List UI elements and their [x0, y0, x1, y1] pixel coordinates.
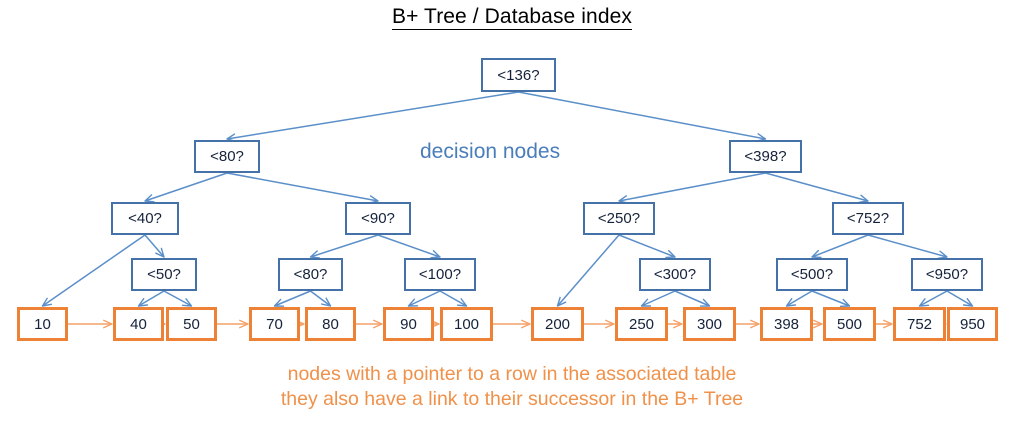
decision-node-label: <398?: [744, 148, 787, 165]
decision-node-d50[interactable]: <50?: [131, 258, 197, 291]
decision-nodes-label: decision nodes: [420, 140, 561, 163]
decision-node-label: <752?: [846, 210, 890, 227]
decision-node-label: <136?: [497, 66, 540, 84]
leaf-node-l50[interactable]: 50: [166, 307, 217, 341]
tree-edge-d90-to-d100: [377, 234, 441, 258]
tree-edge-d50-to-l40: [138, 290, 165, 307]
decision-node-label: <50?: [147, 266, 181, 283]
leaf-node-l10[interactable]: 10: [17, 307, 68, 341]
tree-edge-d398-to-d250: [618, 172, 766, 202]
leaf-node-l80[interactable]: 80: [305, 307, 356, 341]
leaf-node-label: 100: [453, 315, 480, 333]
tree-edge-d398-to-d752: [765, 172, 869, 202]
leaf-node-label: 70: [266, 315, 283, 333]
decision-node-label: <80?: [210, 148, 244, 165]
tree-edge-d250-to-d300: [618, 234, 676, 258]
leaf-node-label: 40: [130, 315, 147, 333]
leaf-node-label: 500: [836, 315, 863, 333]
tree-edge-d80a-to-d90: [226, 172, 379, 202]
decision-node-d100[interactable]: <100?: [404, 258, 476, 291]
tree-edge-d950-to-l752: [919, 290, 948, 307]
decision-node-label: <500?: [790, 266, 834, 283]
decision-node-label: <250?: [597, 210, 641, 227]
decision-node-d80a[interactable]: <80?: [194, 140, 260, 173]
caption-line-2: they also have a link to their successor…: [280, 388, 744, 410]
leaf-node-label: 80: [322, 315, 339, 333]
tree-edge-d40-to-l10: [42, 234, 146, 307]
caption-line-1: nodes with a pointer to a row in the ass…: [287, 363, 737, 385]
tree-edge-d50-to-l50: [163, 290, 192, 307]
tree-edge-d950-to-l950: [946, 290, 973, 307]
leaf-node-l70[interactable]: 70: [249, 307, 300, 341]
leaf-node-l752[interactable]: 752: [893, 307, 946, 341]
decision-node-d300[interactable]: <300?: [639, 258, 711, 291]
leaf-caption: nodes with a pointer to a row in the ass…: [0, 362, 1024, 412]
leaf-node-label: 250: [628, 315, 655, 333]
decision-node-d950[interactable]: <950?: [911, 258, 983, 291]
tree-edge-d752-to-d950: [867, 234, 948, 258]
tree-edge-d300-to-l250: [641, 290, 676, 307]
leaf-node-label: 950: [959, 315, 986, 333]
decision-node-d136[interactable]: <136?: [481, 58, 556, 92]
tree-edge-d136-to-d398: [518, 91, 766, 140]
leaf-node-label: 398: [773, 315, 800, 333]
tree-edge-d80a-to-d40: [144, 172, 228, 202]
tree-edge-d136-to-d80a: [226, 91, 519, 140]
decision-node-d80b[interactable]: <80?: [278, 258, 343, 291]
leaf-node-l950[interactable]: 950: [947, 307, 998, 341]
tree-edge-d752-to-d500: [811, 234, 869, 258]
decision-node-label: <90?: [361, 210, 395, 227]
leaf-node-label: 752: [906, 315, 933, 333]
leaf-node-l300[interactable]: 300: [683, 307, 736, 341]
tree-edge-d500-to-l398: [786, 290, 813, 307]
leaf-node-l250[interactable]: 250: [615, 307, 668, 341]
decision-node-d752[interactable]: <752?: [832, 202, 904, 235]
leaf-node-label: 50: [183, 315, 200, 333]
leaf-node-label: 200: [544, 315, 571, 333]
leaf-node-l100[interactable]: 100: [440, 307, 493, 341]
leaf-node-l40[interactable]: 40: [113, 307, 164, 341]
decision-node-d250[interactable]: <250?: [583, 202, 655, 235]
decision-node-label: <100?: [418, 266, 462, 283]
decision-node-d500[interactable]: <500?: [776, 258, 848, 291]
decision-node-label: <950?: [925, 266, 969, 283]
tree-edge-d80b-to-l70: [274, 290, 311, 307]
tree-edge-d500-to-l500: [811, 290, 850, 307]
tree-edge-d100-to-l90: [408, 290, 441, 307]
tree-edge-d300-to-l300: [674, 290, 710, 307]
leaf-node-l90[interactable]: 90: [383, 307, 434, 341]
leaf-node-l500[interactable]: 500: [823, 307, 876, 341]
decision-node-label: <80?: [293, 266, 328, 283]
leaf-node-label: 90: [400, 315, 417, 333]
leaf-node-l398[interactable]: 398: [760, 307, 813, 341]
leaf-node-l200[interactable]: 200: [531, 307, 584, 341]
tree-edge-d80b-to-l80: [310, 290, 331, 307]
leaf-node-label: 10: [34, 315, 51, 333]
decision-node-label: <40?: [128, 210, 162, 227]
decision-node-label: <300?: [653, 266, 697, 283]
decision-node-d40[interactable]: <40?: [111, 202, 179, 235]
tree-edge-d250-to-l200: [556, 234, 620, 307]
leaf-node-label: 300: [696, 315, 723, 333]
tree-edge-d90-to-d80b: [310, 234, 379, 258]
decision-node-d398[interactable]: <398?: [729, 140, 802, 173]
tree-edge-d100-to-l100: [439, 290, 467, 307]
tree-edge-d40-to-d50: [144, 234, 165, 258]
page-title: B+ Tree / Database index: [392, 5, 632, 30]
decision-node-d90[interactable]: <90?: [345, 202, 411, 235]
